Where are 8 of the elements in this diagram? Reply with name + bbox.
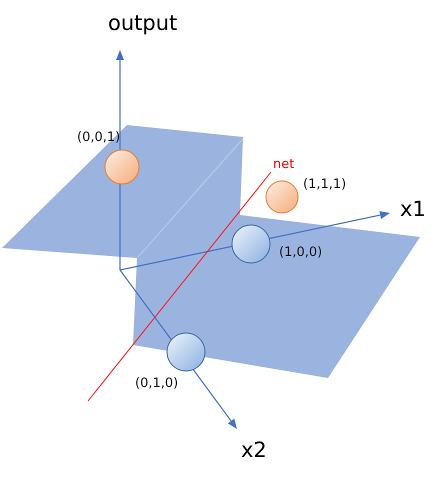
axis-label: x1 — [400, 199, 426, 220]
axis-label: output — [108, 13, 178, 34]
point-label: (0,1,0) — [135, 377, 178, 390]
axis-label: x2 — [241, 440, 267, 461]
point-label: (0,0,1) — [77, 131, 120, 144]
line-label: net — [273, 158, 294, 171]
point-label: (1,1,1) — [303, 178, 346, 191]
point-label: (1,0,0) — [279, 246, 322, 259]
